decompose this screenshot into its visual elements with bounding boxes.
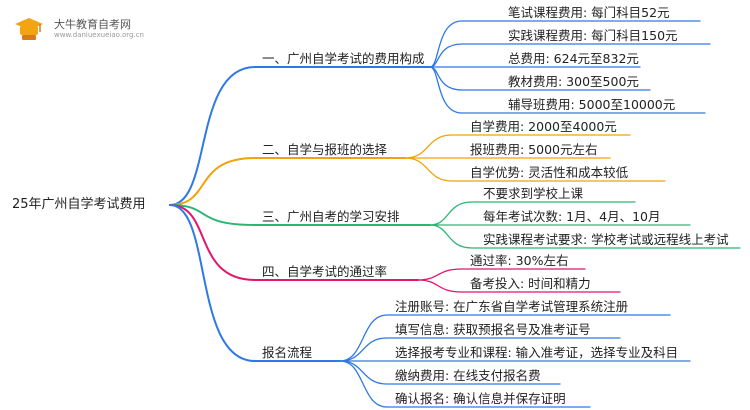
leaf-textbook-fee: 教材费用: 300至500元 [508, 74, 639, 89]
branch-title-registration-process: 报名流程 [262, 345, 313, 360]
branch-title-self-vs-class: 二、自学与报班的选择 [262, 142, 388, 157]
leaf-connector-5-1 [339, 314, 671, 362]
branch-connector-4 [169, 204, 419, 281]
leaf-exam-prep-investment: 备考投入: 时间和精力 [470, 276, 591, 291]
leaf-connector-2-1 [404, 134, 631, 159]
leaf-total-fee: 总费用: 624元至832元 [508, 51, 639, 66]
leaf-class-fee: 报班费用: 5000元左右 [470, 142, 598, 157]
leaf-connector-3-1 [429, 201, 636, 226]
leaf-no-class-attendance: 不要求到学校上课 [483, 186, 584, 201]
leaf-connector-2-3 [404, 157, 666, 182]
branch-connector-2 [169, 157, 406, 206]
brand-logo: 大牛教育自考网 www.daniuexueiao.org.cn [14, 12, 184, 46]
leaf-practice-exam-requirement: 实践课程考试要求: 学校考试或远程线上考试 [483, 232, 729, 247]
branch-connector-3 [169, 204, 431, 226]
graduation-badge-icon [15, 18, 43, 40]
leaf-connector-4-1 [417, 268, 586, 281]
leaf-tutoring-fee: 辅导班费用: 5000至10000元 [508, 97, 676, 112]
leaf-connector-5-4 [339, 360, 561, 385]
leaf-connector-1-2 [429, 43, 711, 68]
leaf-practice-course-fee: 实践课程费用: 每门科目150元 [508, 28, 678, 43]
leaf-fill-info: 填写信息: 获取预报名号及准考证号 [395, 322, 591, 337]
leaf-connector-5-5 [339, 360, 591, 408]
leaf-pay-fee: 缴纳费用: 在线支付报名费 [395, 368, 541, 383]
leaf-written-course-fee: 笔试课程费用: 每门科目52元 [508, 5, 670, 20]
leaf-connector-3-3 [429, 224, 741, 249]
brand-name: 大牛教育自考网 [54, 18, 131, 31]
branch-connector-1 [169, 66, 431, 206]
leaf-connector-4-2 [417, 279, 621, 293]
leaf-self-study-advantage: 自学优势: 灵活性和成本较低 [470, 165, 629, 180]
root-topic: 25年广州自学考试费用 [12, 197, 146, 212]
leaf-pass-rate: 通过率: 30%左右 [470, 253, 569, 268]
branch-connector-5 [169, 204, 341, 362]
leaf-connector-1-5 [429, 66, 706, 114]
leaf-register-account: 注册账号: 在广东省自学考试管理系统注册 [395, 299, 629, 314]
leaf-connector-5-2 [339, 337, 621, 362]
leaf-exam-times: 每年考试次数: 1月、4月、10月 [483, 209, 661, 224]
leaf-connector-1-1 [429, 20, 701, 68]
leaf-choose-major-courses: 选择报考专业和课程: 输入准考证，选择专业及科目 [395, 345, 679, 360]
branch-title-fee-structure: 一、广州自学考试的费用构成 [262, 51, 425, 66]
branch-title-study-arrangement: 三、广州自考的学习安排 [262, 209, 400, 224]
branch-title-pass-rate: 四、自学考试的通过率 [262, 264, 388, 279]
leaf-confirm-registration: 确认报名: 确认信息并保存证明 [395, 391, 566, 406]
brand-url: www.daniuexueiao.org.cn [54, 31, 144, 39]
leaf-self-study-fee: 自学费用: 2000至4000元 [470, 119, 617, 134]
